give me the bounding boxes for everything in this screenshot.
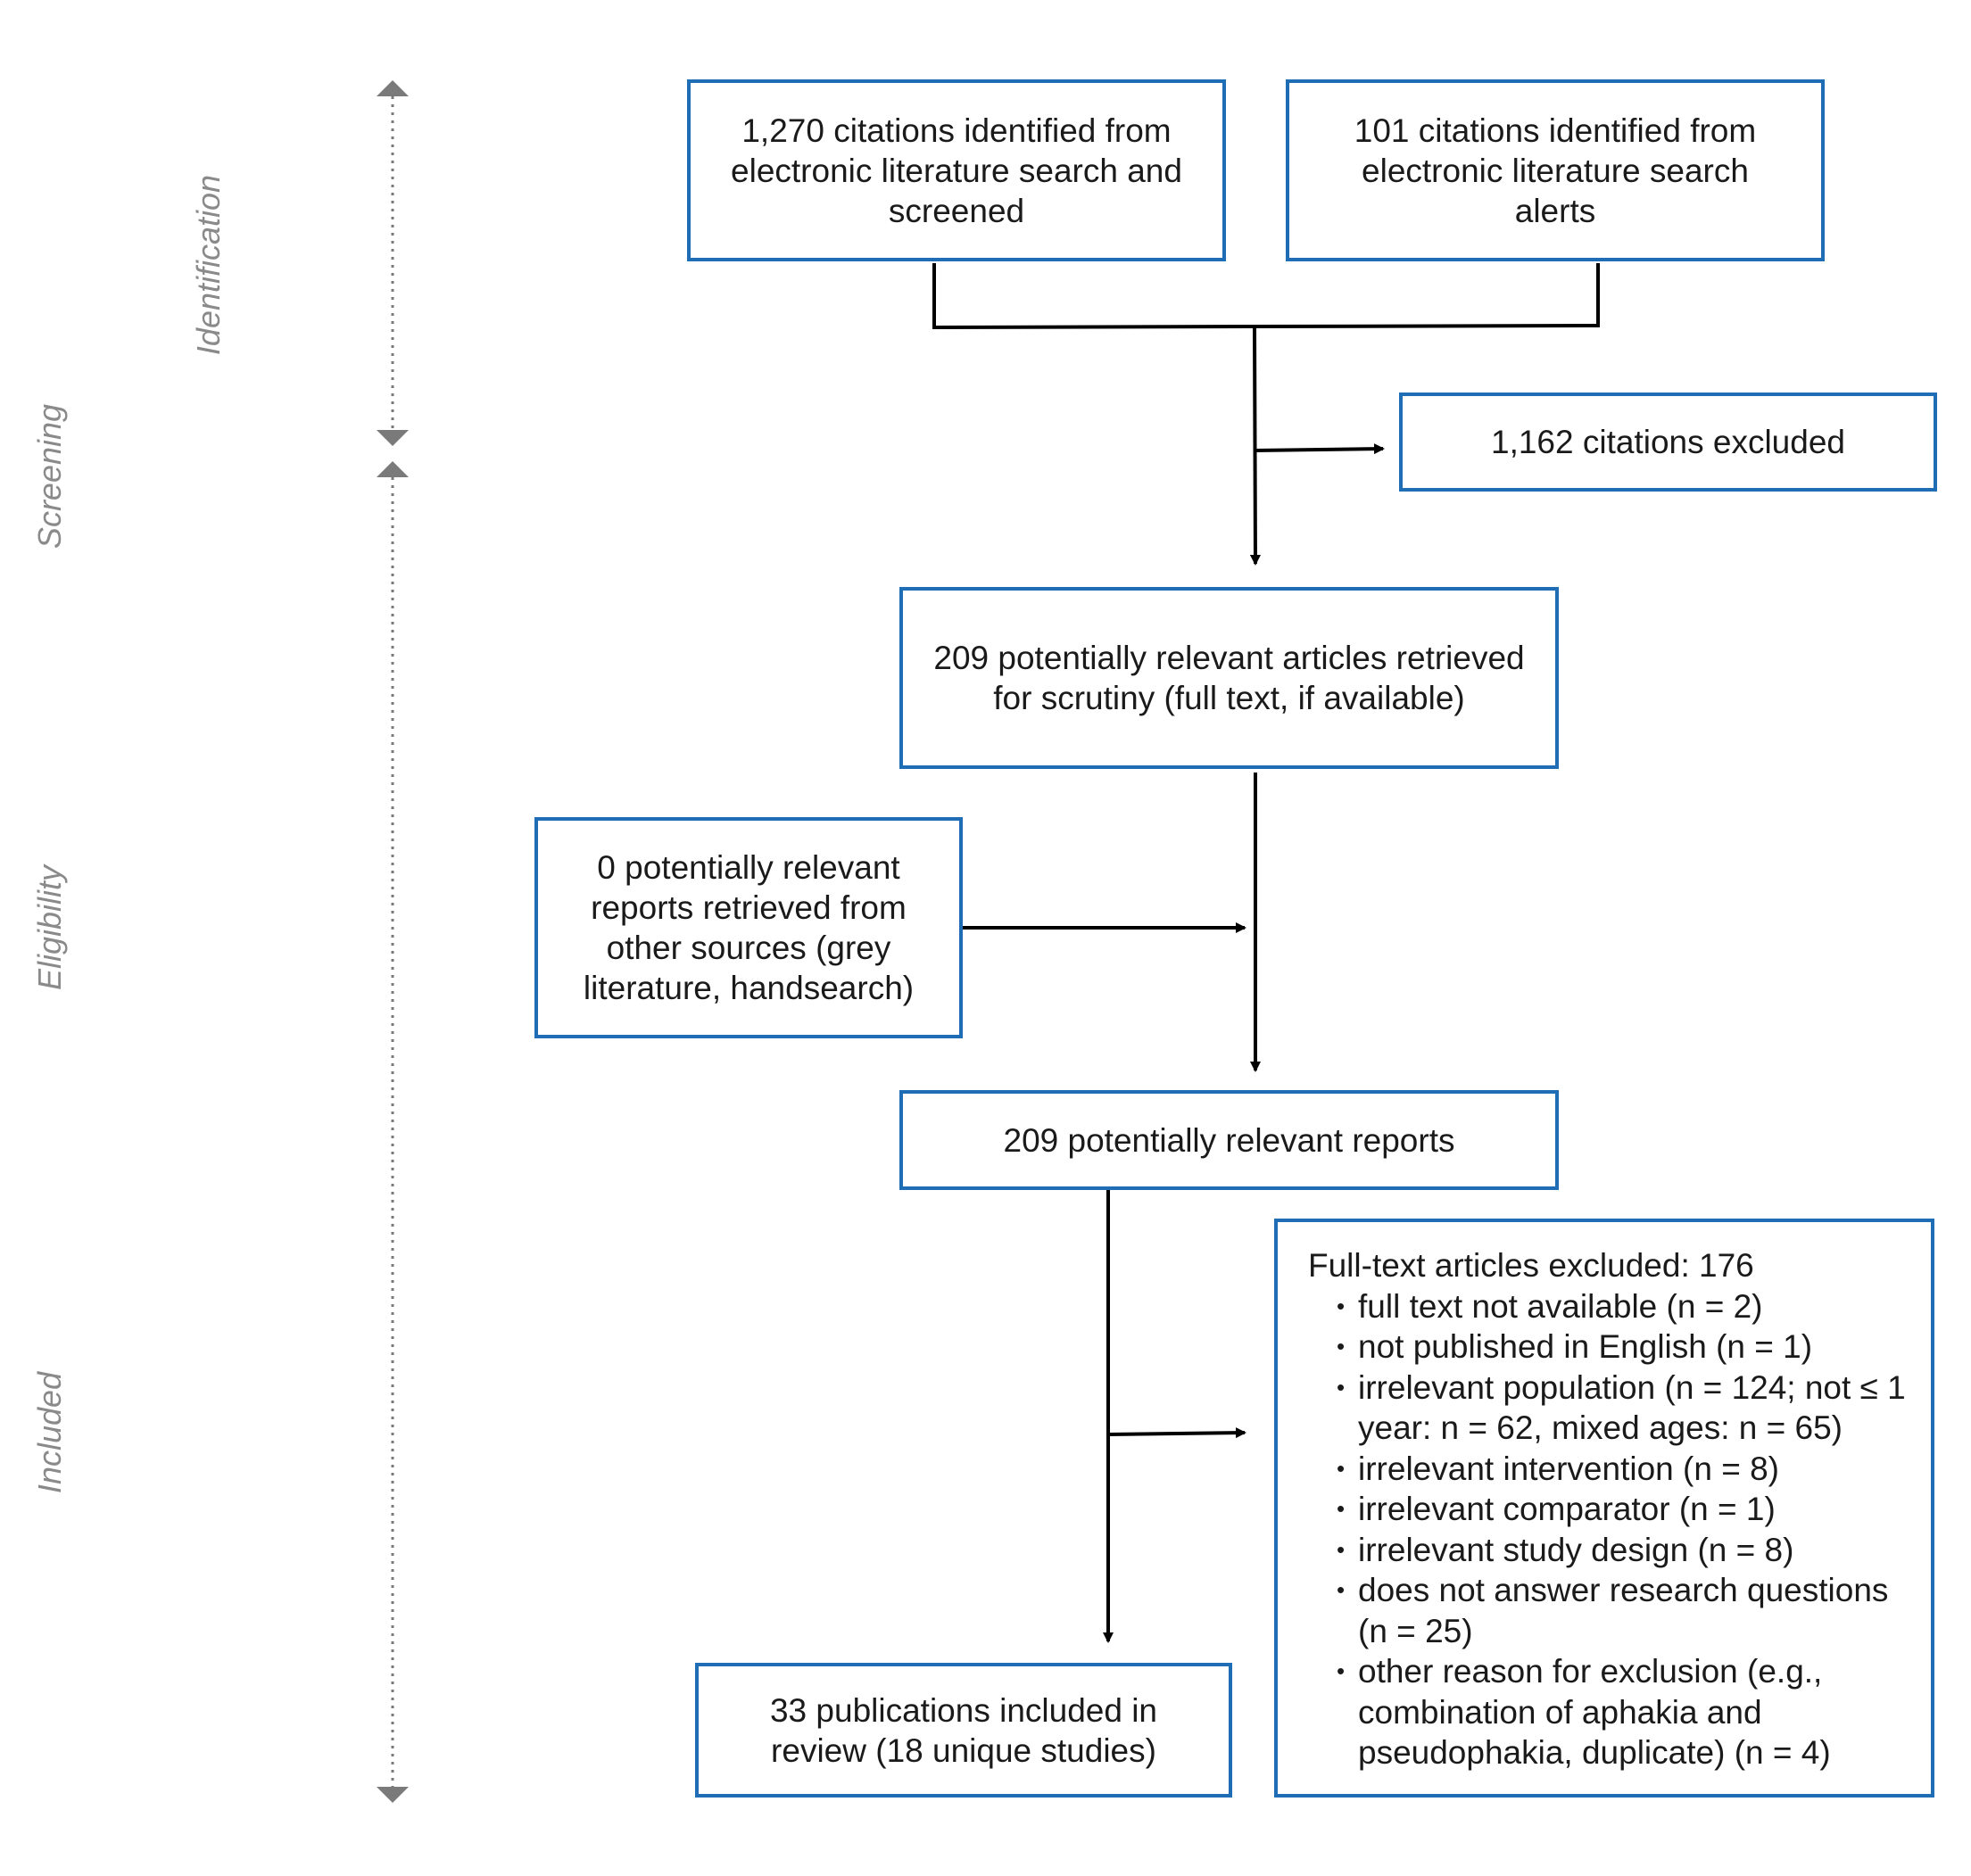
axis-down-arrow-bottom [377, 1787, 409, 1803]
box-citations-excluded: 1,162 citations excluded [1399, 393, 1937, 492]
axis-up-arrow-top [377, 80, 409, 96]
exclusion-reason: does not answer research questions (n = … [1337, 1570, 1913, 1651]
box-retrieved-articles: 209 potentially relevant articles retrie… [899, 587, 1559, 769]
box-citations-search: 1,270 citations identified from electron… [687, 79, 1226, 261]
exclusion-reason: irrelevant study design (n = 8) [1337, 1530, 1913, 1571]
exclusion-reason: full text not available (n = 2) [1337, 1286, 1913, 1327]
citations-alerts-text: 101 citations identified from electronic… [1354, 112, 1757, 229]
exclusion-reason: irrelevant population (n = 124; not ≤ 1 … [1337, 1368, 1913, 1449]
phase-label-identification: Identification [190, 174, 227, 356]
exclusion-reasons-list: full text not available (n = 2) not publ… [1308, 1286, 1913, 1773]
exclusion-reason: other reason for exclusion (e.g., combin… [1337, 1651, 1913, 1773]
phase-label-screening: Screening [31, 403, 68, 550]
exclusion-reason: not published in English (n = 1) [1337, 1326, 1913, 1368]
box-relevant-reports: 209 potentially relevant reports [899, 1090, 1559, 1190]
exclusion-reason: irrelevant comparator (n = 1) [1337, 1489, 1913, 1530]
included-publications-text: 33 publications included in review (18 u… [769, 1691, 1158, 1769]
connector-to-fulltext-excluded [1107, 1427, 1246, 1439]
flow-connectors [932, 263, 1601, 1643]
box-citations-alerts: 101 citations identified from electronic… [1286, 79, 1825, 261]
box-other-sources: 0 potentially relevant reports retrieved… [534, 817, 963, 1038]
connector-to-excluded [1255, 443, 1385, 455]
exclusion-reason: irrelevant intervention (n = 8) [1337, 1449, 1913, 1490]
retrieved-articles-text: 209 potentially relevant articles retrie… [933, 640, 1525, 716]
phase-label-eligibility: Eligibility [31, 864, 68, 991]
phase-label-included: Included [31, 1371, 68, 1494]
phase-axis [377, 80, 409, 1803]
box-fulltext-excluded: Full-text articles excluded: 176 full te… [1274, 1219, 1934, 1797]
box-included-publications: 33 publications included in review (18 u… [695, 1663, 1232, 1797]
connector-merge-horizontal [932, 324, 1601, 329]
citations-search-text: 1,270 citations identified from electron… [731, 112, 1182, 229]
other-sources-text: 0 potentially relevant reports retrieved… [583, 849, 915, 1006]
relevant-reports-text: 209 potentially relevant reports [1003, 1121, 1455, 1159]
axis-up-arrow-mid [377, 461, 409, 477]
citations-excluded-text: 1,162 citations excluded [1491, 424, 1845, 460]
fulltext-excluded-heading: Full-text articles excluded: 176 [1308, 1247, 1754, 1284]
axis-down-arrow-mid [377, 430, 409, 446]
